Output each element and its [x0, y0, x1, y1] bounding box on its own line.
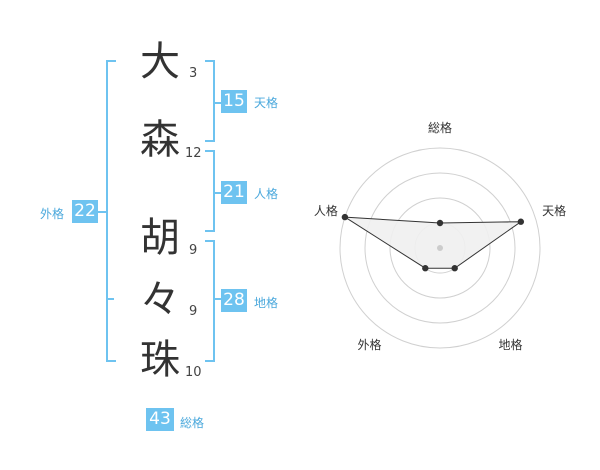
name-char-4: 々: [140, 277, 180, 323]
jinkaku-label: 人格: [254, 187, 279, 201]
stroke-count-4: 9: [189, 304, 198, 319]
gaikaku-label: 外格: [40, 207, 65, 221]
stroke-count-5: 10: [185, 365, 202, 380]
radar-grid-ring: [389, 197, 491, 299]
chikaku-bracket-connector: [213, 298, 221, 300]
name-char-5: 珠: [140, 337, 180, 383]
radar-axis-label: 総格: [428, 120, 452, 135]
radar-grid-ring: [339, 147, 541, 349]
radar-axis-label: 人格: [314, 203, 338, 218]
radar-data-point: [517, 218, 525, 225]
jinkaku-value: 21: [221, 181, 247, 204]
stroke-count-3: 9: [189, 243, 198, 258]
stroke-count-1: 3: [189, 66, 198, 81]
gaikaku-bracket: [106, 60, 116, 362]
radar-axis-label: 天格: [542, 203, 566, 218]
jinkaku-bracket-connector: [213, 192, 221, 194]
soukaku-value: 43: [146, 408, 174, 431]
tenkaku-bracket-connector: [213, 102, 221, 104]
tenkaku-value: 15: [221, 90, 247, 113]
radar-center-dot: [437, 245, 443, 251]
gaikaku-bracket-divider: [106, 298, 114, 300]
soukaku-label: 総格: [180, 416, 205, 430]
name-char-3: 胡: [140, 215, 180, 261]
name-char-2: 森: [140, 117, 180, 163]
radar-axis-label: 地格: [499, 337, 523, 352]
chikaku-bracket: [205, 240, 215, 362]
radar-grid-ring: [364, 172, 516, 324]
gaikaku-bracket-connector: [98, 211, 106, 213]
radar-axis-label: 外格: [357, 337, 381, 352]
name-char-1: 大: [140, 39, 180, 85]
stroke-count-2: 12: [185, 146, 202, 161]
tenkaku-bracket: [205, 60, 215, 142]
radar-data-point: [422, 265, 429, 272]
jinkaku-bracket: [205, 150, 215, 232]
chikaku-label: 地格: [254, 296, 279, 310]
radar-data-point: [341, 213, 349, 221]
tenkaku-label: 天格: [254, 96, 279, 110]
radar-data-point: [436, 219, 444, 227]
gaikaku-value: 22: [72, 200, 98, 223]
radar-series-area: [344, 216, 523, 269]
radar-data-point: [451, 265, 458, 272]
chikaku-value: 28: [221, 289, 247, 312]
